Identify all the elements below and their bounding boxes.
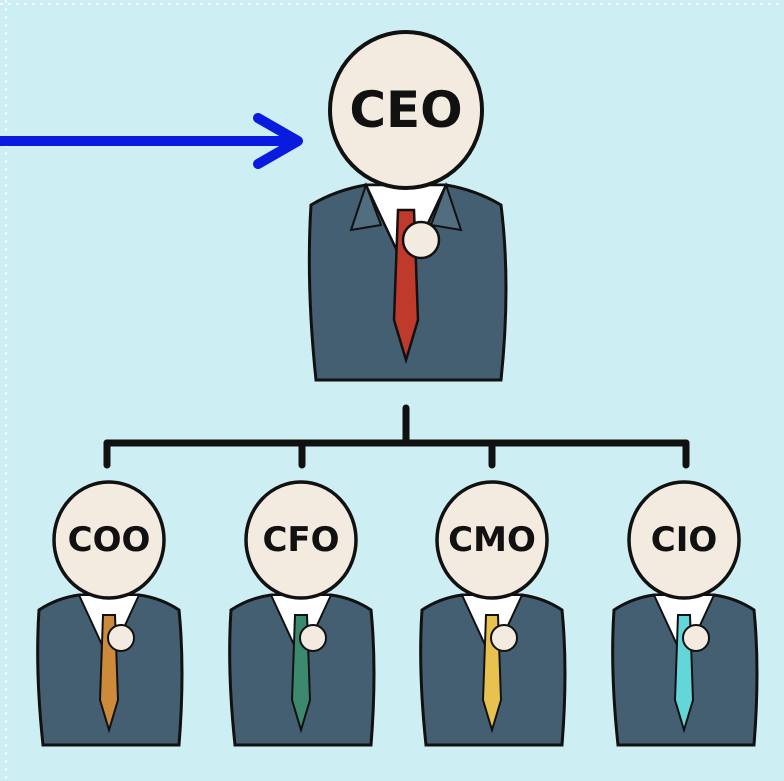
coo-hand: [107, 624, 135, 652]
ceo-head: [328, 30, 484, 190]
cio-label: CIO: [651, 520, 718, 560]
cmo-label: CMO: [448, 520, 536, 560]
ceo-body: [307, 182, 508, 382]
cio-hand: [682, 624, 710, 652]
ceo-label: CEO: [349, 81, 462, 139]
cmo-figure: CMO: [419, 480, 567, 747]
cio-figure: CIO: [611, 480, 759, 747]
hierarchy-connectors: [103, 404, 690, 469]
left-lapel: [349, 182, 383, 232]
cfo-hand: [299, 624, 327, 652]
cfo-head: [244, 480, 358, 600]
arrow-head: [253, 113, 303, 169]
coo-label: COO: [68, 520, 151, 560]
cmo-head: [435, 480, 549, 600]
cfo-figure: CFO: [228, 480, 376, 747]
coo-head: [52, 480, 166, 600]
cio-head: [627, 480, 741, 600]
pointer-arrow: [0, 113, 303, 169]
right-lapel: [429, 182, 463, 232]
ceo-hand: [401, 220, 441, 260]
ceo-figure: CEO: [307, 30, 508, 382]
cfo-label: CFO: [262, 520, 339, 560]
cmo-hand: [490, 624, 518, 652]
coo-figure: COO: [36, 480, 184, 747]
